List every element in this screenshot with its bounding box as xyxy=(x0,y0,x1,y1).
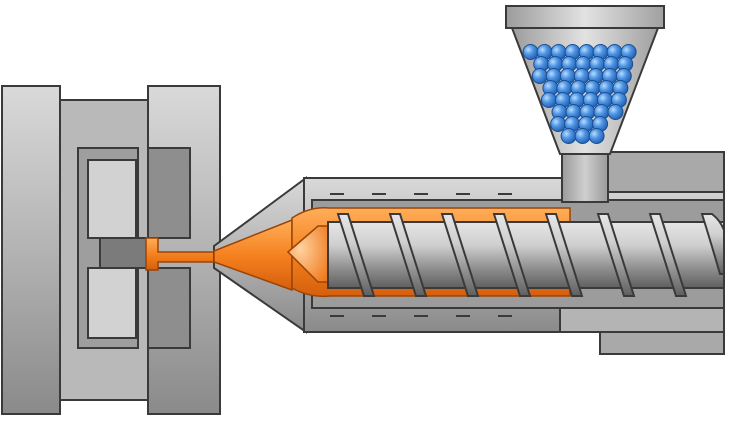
pellet xyxy=(541,93,556,108)
pellet xyxy=(523,45,538,60)
pellet xyxy=(532,69,547,84)
pellet xyxy=(589,129,604,144)
pellet xyxy=(551,117,566,132)
screw xyxy=(288,214,724,296)
pellet xyxy=(608,105,623,120)
pellet xyxy=(575,129,590,144)
pellet xyxy=(561,129,576,144)
